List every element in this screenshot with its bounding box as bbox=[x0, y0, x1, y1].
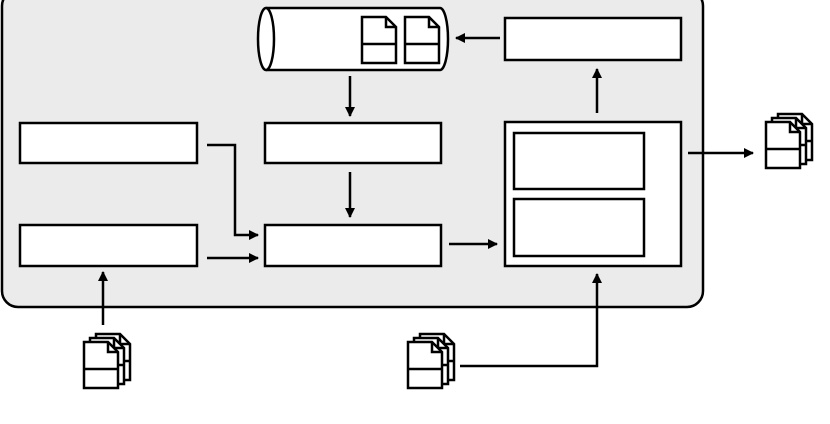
document-stack-icon bbox=[408, 334, 454, 388]
arrow-input-middle bbox=[460, 273, 602, 368]
database-cylinder-icon bbox=[256, 6, 450, 72]
document-stack-icon bbox=[766, 114, 812, 168]
box-left-top bbox=[18, 121, 199, 165]
document-icon bbox=[403, 15, 441, 65]
box-right-inner-bottom bbox=[512, 197, 646, 258]
box-right-container bbox=[503, 120, 683, 268]
box-top-right bbox=[503, 16, 683, 62]
box-middle-bottom bbox=[263, 223, 443, 268]
box-middle-top bbox=[263, 121, 443, 165]
arrow-left-top-to-middle-bottom bbox=[207, 143, 259, 240]
box-left-bottom bbox=[18, 223, 199, 268]
document-stack-icon bbox=[84, 334, 130, 388]
document-icon bbox=[360, 15, 398, 65]
box-right-inner-top bbox=[512, 131, 646, 191]
